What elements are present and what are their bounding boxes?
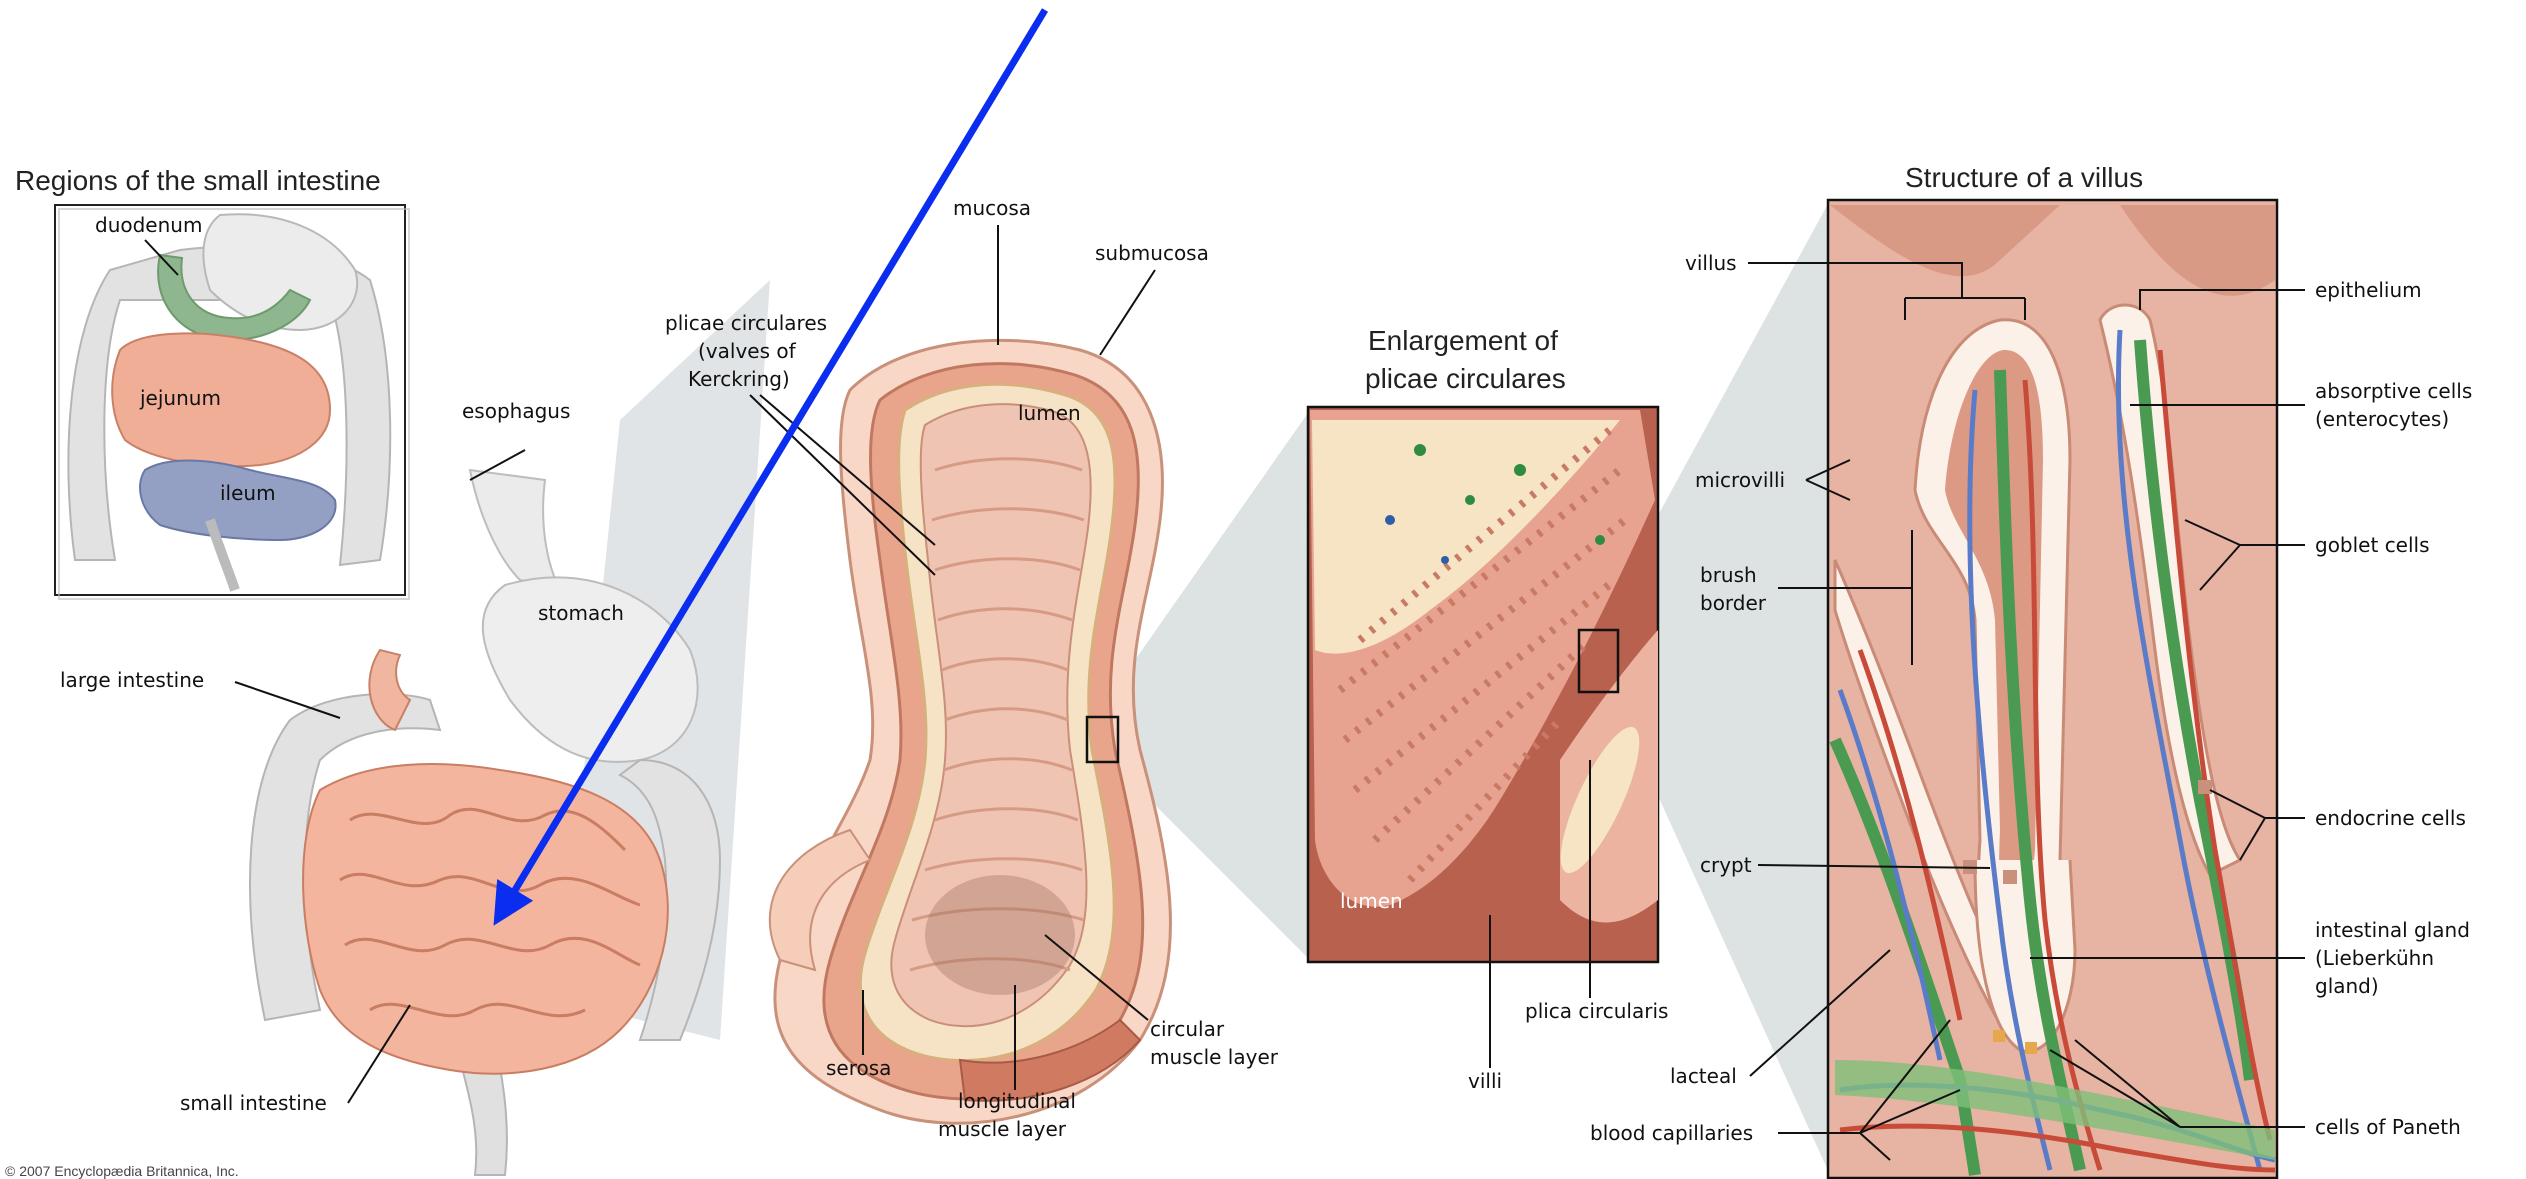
villus-title: Structure of a villus (1905, 162, 2143, 193)
gland-label-1: intestinal gland (2315, 918, 2470, 942)
absorptive-label-1: absorptive cells (2315, 379, 2472, 403)
mucosa-label: mucosa (953, 196, 1031, 220)
inset-regions: Regions of the small intestine duodenum … (15, 165, 409, 599)
plica-circularis-label: plica circularis (1525, 999, 1668, 1023)
large-intestine-label: large intestine (60, 668, 204, 692)
enlargement-title-2: plicae circulares (1365, 363, 1566, 394)
esophagus-label: esophagus (462, 399, 570, 423)
jejunum-label: jejunum (139, 386, 221, 410)
blood-capillaries-label: blood capillaries (1590, 1121, 1753, 1145)
plicae-label-1: plicae circulares (665, 311, 827, 335)
enlargement-lumen-label: lumen (1340, 889, 1403, 913)
gland-label-3: gland) (2315, 974, 2379, 998)
serosa-label: serosa (826, 1056, 891, 1080)
submucosa-label: submucosa (1095, 241, 1209, 265)
enlargement-panel: Enlargement of plicae circulares lumen v… (1308, 325, 1668, 1093)
lacteal-label: lacteal (1670, 1064, 1737, 1088)
brush-label-2: border (1700, 591, 1767, 615)
microvilli-label: microvilli (1695, 468, 1785, 492)
circular-label-2: muscle layer (1150, 1045, 1279, 1069)
villi-label: villi (1468, 1069, 1502, 1093)
longitudinal-label-1: longitudinal (958, 1089, 1076, 1113)
duodenum-label: duodenum (95, 213, 202, 237)
circular-label-1: circular (1150, 1017, 1225, 1041)
absorptive-label-2: (enterocytes) (2315, 407, 2449, 431)
villus-label: villus (1685, 251, 1737, 275)
plicae-label-3: Kerckring) (688, 367, 790, 391)
esophagus-shape (470, 470, 560, 590)
paneth-label: cells of Paneth (2315, 1115, 2461, 1139)
crypt-label: crypt (1700, 853, 1752, 877)
gland-label-2: (Lieberkühn (2315, 946, 2434, 970)
large-intestine-leader (235, 682, 340, 718)
longitudinal-label-2: muscle layer (938, 1117, 1067, 1141)
ileum-label: ileum (220, 481, 276, 505)
stomach-label: stomach (538, 601, 624, 625)
lumen-label: lumen (1018, 401, 1081, 425)
goblet-label: goblet cells (2315, 533, 2430, 557)
small-intestine-label: small intestine (180, 1091, 327, 1115)
epithelium-label: epithelium (2315, 278, 2422, 302)
enlargement-title-1: Enlargement of (1368, 325, 1558, 356)
submucosa-leader (1100, 270, 1155, 355)
brush-label-1: brush (1700, 563, 1757, 587)
plicae-label-2: (valves of (698, 339, 797, 363)
copyright-text: © 2007 Encyclopædia Britannica, Inc. (5, 1163, 239, 1179)
endocrine-label: endocrine cells (2315, 806, 2466, 830)
regions-title: Regions of the small intestine (15, 165, 381, 196)
